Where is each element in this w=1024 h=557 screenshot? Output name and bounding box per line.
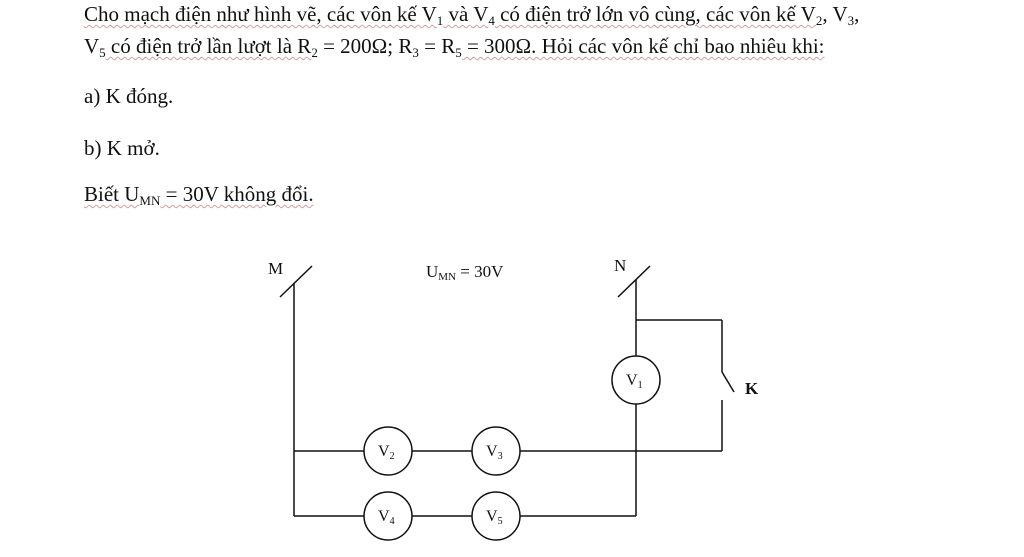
subscript: 3 bbox=[412, 45, 419, 60]
voltmeter-letter: V bbox=[626, 372, 638, 389]
subscript: 5 bbox=[455, 45, 462, 60]
voltmeter-v5: V5 bbox=[471, 491, 521, 541]
text-segment: , V bbox=[822, 2, 848, 26]
voltmeter-circle bbox=[471, 426, 521, 476]
source-value: = 30V bbox=[456, 262, 504, 281]
source-label: UMN = 30V bbox=[426, 262, 504, 283]
voltmeter-letter: V bbox=[378, 508, 390, 525]
terminal-m-tick bbox=[279, 265, 313, 298]
text-segment: có điện trở lần lượt là R bbox=[105, 34, 312, 58]
part-b: b) K mở. bbox=[84, 136, 160, 160]
voltmeter-v4: V4 bbox=[363, 491, 413, 541]
voltmeter-label: V3 bbox=[486, 443, 503, 462]
subscript: 2 bbox=[311, 45, 318, 60]
text-segment: V bbox=[84, 34, 100, 58]
circuit-wires bbox=[279, 265, 735, 517]
voltmeter-sub: 1 bbox=[638, 380, 643, 391]
terminal-n-tick bbox=[617, 265, 651, 298]
subscript: 3 bbox=[847, 13, 855, 28]
text-segment: và V bbox=[443, 2, 489, 26]
text-segment: = 200Ω; R bbox=[317, 34, 413, 58]
voltmeter-v3: V3 bbox=[471, 426, 521, 476]
label-n: N bbox=[614, 256, 626, 275]
problem-line-2: V5 có điện trở lần lượt là R2 = 200Ω; R3… bbox=[84, 34, 825, 60]
voltmeter-circle bbox=[611, 355, 661, 405]
voltmeter-letter: V bbox=[378, 443, 390, 460]
voltmeter-label: V1 bbox=[626, 372, 643, 391]
given-condition: Biết UMN = 30V không đổi. bbox=[84, 182, 314, 208]
voltmeter-sub: 3 bbox=[498, 451, 503, 462]
voltmeter-letter: V bbox=[486, 443, 498, 460]
subscript: MN bbox=[139, 193, 161, 208]
voltmeter-sub: 2 bbox=[390, 451, 395, 462]
text-segment: Cho mạch điện như hình vẽ, các vôn kế V bbox=[84, 2, 437, 26]
subscript: 1 bbox=[436, 13, 444, 28]
part-a: a) K đóng. bbox=[84, 84, 174, 108]
text-segment: có điện trở lớn vô cùng, các vôn kế V bbox=[494, 2, 816, 26]
voltmeter-sub: 4 bbox=[390, 516, 395, 527]
problem-line-1: Cho mạch điện như hình vẽ, các vôn kế V1… bbox=[84, 2, 860, 28]
voltmeter-circle bbox=[363, 426, 413, 476]
voltmeter-circle bbox=[363, 491, 413, 541]
voltmeter-letter: V bbox=[486, 508, 498, 525]
subscript: 2 bbox=[815, 13, 823, 28]
switch-k bbox=[721, 371, 735, 393]
source-main: U bbox=[426, 262, 438, 281]
voltmeter-label: V2 bbox=[378, 443, 395, 462]
label-m: M bbox=[268, 259, 283, 278]
subscript: 5 bbox=[99, 45, 106, 60]
text-segment: Biết U bbox=[84, 182, 140, 206]
subscript: 4 bbox=[488, 13, 495, 28]
voltmeter-v1: V1 bbox=[611, 355, 661, 405]
voltmeter-label: V5 bbox=[486, 508, 503, 527]
switch-label: K bbox=[745, 379, 759, 398]
voltmeter-label: V4 bbox=[378, 508, 395, 527]
voltmeter-v2: V2 bbox=[363, 426, 413, 476]
source-sub: MN bbox=[438, 271, 456, 283]
text-segment: = 300Ω. Hỏi các vôn kế chỉ bao nhiêu khi… bbox=[461, 34, 825, 58]
text-segment: , bbox=[854, 2, 860, 26]
text-segment: = 30V không đổi. bbox=[160, 182, 314, 206]
voltmeter-sub: 5 bbox=[498, 516, 503, 527]
voltmeter-circle bbox=[471, 491, 521, 541]
text-segment: = R bbox=[418, 34, 456, 58]
